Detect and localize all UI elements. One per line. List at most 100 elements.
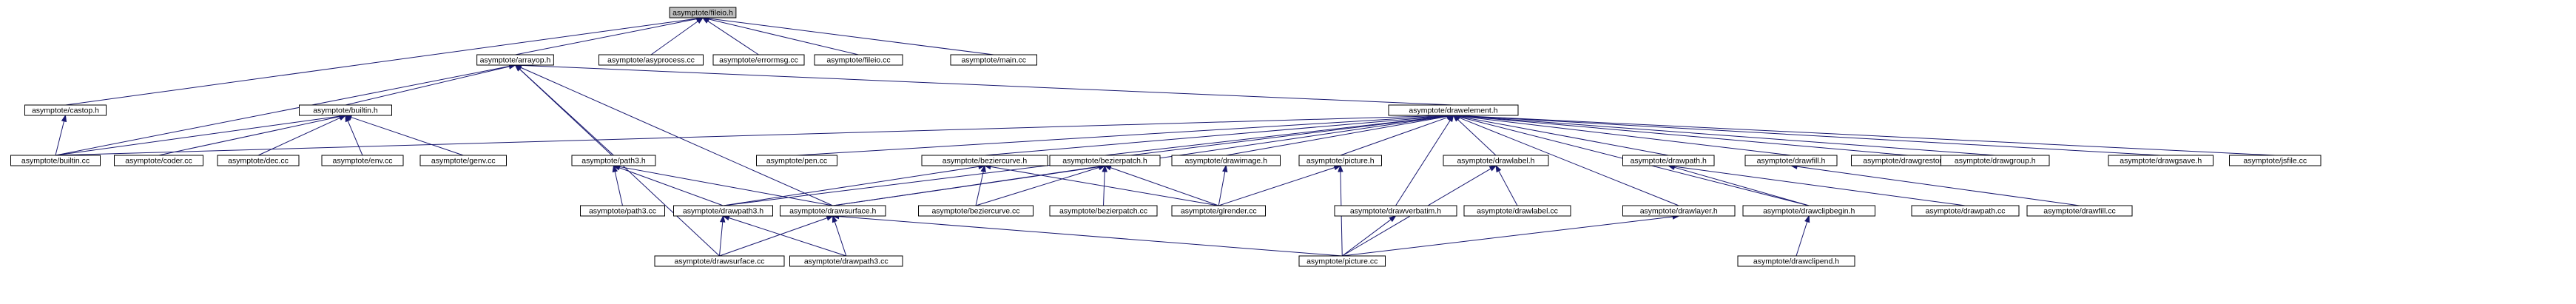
arrowhead xyxy=(1488,165,1497,172)
node-label: asymptote/pen.cc xyxy=(766,157,827,166)
node-drawclipend-h[interactable]: asymptote/drawclipend.h xyxy=(1737,255,1855,267)
node-label: asymptote/drawlabel.cc xyxy=(1477,207,1558,216)
node-label: asymptote/beziercurve.h xyxy=(943,157,1028,166)
node-picture-cc[interactable]: asymptote/picture.cc xyxy=(1298,255,1386,267)
arrowhead xyxy=(514,64,522,72)
node-drawlabel-cc[interactable]: asymptote/drawlabel.cc xyxy=(1463,205,1571,217)
node-label: asymptote/path3.cc xyxy=(589,207,656,216)
node-drawelement-h[interactable]: asymptote/drawelement.h xyxy=(1388,104,1519,116)
node-label: asymptote/errormsg.cc xyxy=(719,56,798,65)
node-bezierpatch-cc[interactable]: asymptote/bezierpatch.cc xyxy=(1049,205,1158,217)
node-builtin-h[interactable]: asymptote/builtin.h xyxy=(299,104,392,116)
edge-line xyxy=(351,117,464,156)
node-builtin-cc[interactable]: asymptote/builtin.cc xyxy=(10,155,101,166)
edge-line xyxy=(1674,166,1966,206)
node-drawgroup-h[interactable]: asymptote/drawgroup.h xyxy=(1941,155,2050,166)
edge-line xyxy=(1459,115,2161,156)
node-picture-h[interactable]: asymptote/picture.h xyxy=(1298,155,1382,166)
node-label: asymptote/drawpath3.h xyxy=(683,207,763,216)
arrowhead xyxy=(1495,164,1502,173)
node-path3-h[interactable]: asymptote/path3.h xyxy=(571,155,656,166)
arrowhead xyxy=(1804,215,1810,223)
node-dec-cc[interactable]: asymptote/dec.cc xyxy=(217,155,300,166)
node-fileio-cc[interactable]: asymptote/fileio.cc xyxy=(814,54,903,66)
edge-arrayop-h-to-fileio-h xyxy=(515,16,704,55)
node-drawsurface-h[interactable]: asymptote/drawsurface.h xyxy=(780,205,886,217)
node-drawclipbegin-h[interactable]: asymptote/drawclipbegin.h xyxy=(1742,205,1875,217)
node-drawlayer-h[interactable]: asymptote/drawlayer.h xyxy=(1622,205,1736,217)
node-beziercurve-h[interactable]: asymptote/beziercurve.h xyxy=(921,155,1048,166)
node-label: asymptote/drawsurface.cc xyxy=(675,257,765,266)
node-label: asymptote/genv.cc xyxy=(431,157,496,166)
edge-builtin-cc-to-arrayop-h xyxy=(55,63,516,156)
node-box xyxy=(654,255,785,267)
node-drawverbatim-h[interactable]: asymptote/drawverbatim.h xyxy=(1334,205,1457,217)
edge-beziercurve-cc-to-bezierpatch-h xyxy=(975,164,1106,206)
node-label: asymptote/drawimage.h xyxy=(1185,157,1268,166)
edge-drawpath3-h-to-beziercurve-h xyxy=(723,163,986,206)
edge-line xyxy=(719,221,724,257)
edge-drawsurface-h-to-path3-h xyxy=(613,163,833,206)
node-box xyxy=(1388,104,1519,116)
node-label: asymptote/coder.cc xyxy=(125,157,192,166)
node-box xyxy=(1443,155,1549,166)
node-drawgsave-h[interactable]: asymptote/drawgsave.h xyxy=(2108,155,2213,166)
node-asyprocess-cc[interactable]: asymptote/asyprocess.cc xyxy=(599,54,704,66)
node-coder-cc[interactable]: asymptote/coder.cc xyxy=(114,155,203,166)
node-box xyxy=(789,255,903,267)
edge-line xyxy=(618,167,724,206)
node-drawimage-h[interactable]: asymptote/drawimage.h xyxy=(1171,155,1281,166)
node-pen-cc[interactable]: asymptote/pen.cc xyxy=(756,155,837,166)
edge-line xyxy=(650,21,698,55)
node-label: asymptote/picture.cc xyxy=(1306,257,1378,266)
node-jsfile-cc[interactable]: asymptote/jsfile.cc xyxy=(2229,155,2322,166)
edge-drawverbatim-h-to-drawelement-h xyxy=(1395,114,1454,206)
edge-glrender-cc-to-picture-h xyxy=(1218,165,1342,206)
node-genv-cc[interactable]: asymptote/genv.cc xyxy=(419,155,507,166)
edge-errormsg-cc-to-fileio-h xyxy=(701,17,759,55)
node-env-cc[interactable]: asymptote/env.cc xyxy=(321,155,404,166)
node-beziercurve-cc[interactable]: asymptote/beziercurve.cc xyxy=(918,205,1034,217)
edge-line xyxy=(1459,115,1909,156)
node-drawpath-cc[interactable]: asymptote/drawpath.cc xyxy=(1911,205,2020,217)
edge-line xyxy=(719,217,828,257)
node-path3-cc[interactable]: asymptote/path3.cc xyxy=(580,205,665,217)
edge-line xyxy=(975,166,1100,206)
node-box xyxy=(712,54,805,66)
node-box xyxy=(1742,205,1875,217)
arrowhead xyxy=(1447,114,1454,123)
node-drawpath3-cc[interactable]: asymptote/drawpath3.cc xyxy=(789,255,903,267)
edge-drawpath3-cc-to-drawsurface-h xyxy=(832,215,847,257)
node-label: asymptote/jsfile.cc xyxy=(2243,157,2307,166)
node-box xyxy=(2229,155,2322,166)
node-drawfill-cc[interactable]: asymptote/drawfill.cc xyxy=(2026,205,2133,217)
node-errormsg-cc[interactable]: asymptote/errormsg.cc xyxy=(712,54,805,66)
edge-line xyxy=(65,18,698,106)
node-label: asymptote/main.cc xyxy=(961,56,1026,65)
node-box xyxy=(669,7,737,18)
node-drawgrestore-h[interactable]: asymptote/drawgrestore.h xyxy=(1851,155,1965,166)
edge-line xyxy=(1459,115,2276,156)
node-label: asymptote/glrender.cc xyxy=(1181,207,1257,216)
node-box xyxy=(1171,155,1281,166)
node-label: asymptote/drawlayer.h xyxy=(1640,207,1718,216)
node-drawfill-h[interactable]: asymptote/drawfill.h xyxy=(1744,155,1838,166)
node-castop-h[interactable]: asymptote/castop.h xyxy=(24,104,107,116)
node-glrender-cc[interactable]: asymptote/glrender.cc xyxy=(1171,205,1266,217)
edge-drawclipend-h-to-drawclipbegin-h xyxy=(1796,215,1810,257)
node-label: asymptote/castop.h xyxy=(32,107,99,115)
node-drawpath-h[interactable]: asymptote/drawpath.h xyxy=(1622,155,1715,166)
edge-drawsurface-cc-to-drawsurface-h xyxy=(719,215,834,257)
node-drawsurface-cc[interactable]: asymptote/drawsurface.cc xyxy=(654,255,785,267)
node-bezierpatch-h[interactable]: asymptote/bezierpatch.h xyxy=(1049,155,1161,166)
node-arrayop-h[interactable]: asymptote/arrayop.h xyxy=(476,54,554,66)
edge-line xyxy=(1105,115,1448,156)
node-drawpath3-h[interactable]: asymptote/drawpath3.h xyxy=(673,205,773,217)
edge-coder-cc-to-builtin-h xyxy=(158,114,347,156)
node-main-cc[interactable]: asymptote/main.cc xyxy=(950,54,1037,66)
node-box xyxy=(2026,205,2133,217)
node-box xyxy=(321,155,404,166)
edge-drawelement-h-to-arrayop-h xyxy=(514,62,1454,106)
node-drawlabel-h[interactable]: asymptote/drawlabel.h xyxy=(1443,155,1549,166)
edge-glrender-cc-to-beziercurve-h xyxy=(983,163,1219,206)
